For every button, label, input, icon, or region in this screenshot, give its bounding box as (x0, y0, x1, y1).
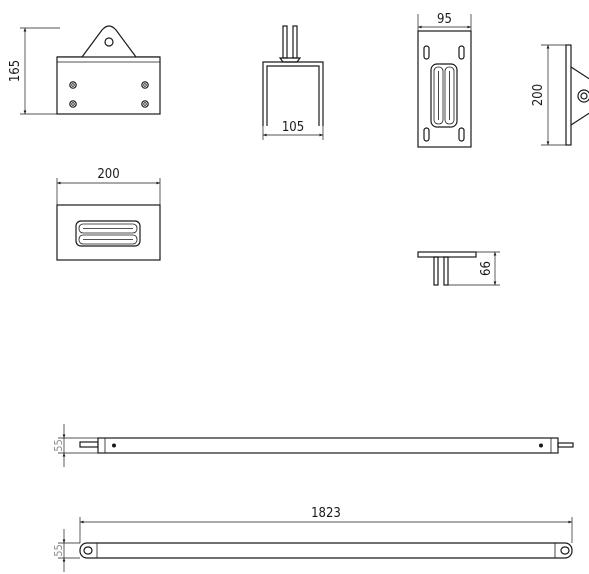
side-lug-hole-outer (577, 89, 589, 103)
bracket-side-view: 200 (531, 44, 589, 146)
dim-bar-top-height: 55 (52, 424, 98, 467)
clamp-stud-left (282, 25, 288, 59)
bar-rivet-right (539, 443, 543, 448)
dim-label-165: 165 (8, 60, 23, 82)
clamp-inner (266, 65, 320, 126)
plate-body (56, 204, 161, 261)
small-plate (417, 251, 477, 258)
dim-clamp-width: 105 (262, 120, 324, 140)
dim-label-105: 105 (282, 120, 304, 135)
top-plate (417, 30, 472, 148)
bar-end-hole-left (83, 546, 93, 555)
bar-body-front (79, 542, 573, 559)
small-stud-right (443, 256, 449, 286)
dim-label-1823: 1823 (311, 506, 341, 521)
side-lug (570, 66, 589, 126)
bar-end-tab-left (79, 441, 99, 448)
bar-rivet-left (112, 443, 116, 448)
dim-label-66: 66 (479, 261, 494, 276)
dim-front-height: 165 (8, 27, 60, 115)
dim-plate-width: 200 (56, 167, 161, 205)
plate-grip-handle (75, 220, 141, 247)
small-side-view: 66 (417, 251, 500, 286)
bracket-front-view: 165 (8, 25, 161, 115)
dim-label-200-vertical: 200 (531, 84, 546, 106)
side-lug-hole-inner (580, 92, 588, 100)
bar-end-hole-right (560, 546, 570, 555)
bracket-lug-outline (57, 25, 160, 58)
dim-small-height: 66 (448, 251, 500, 286)
dim-label-95: 95 (437, 12, 452, 27)
clamp-side-view: 105 (262, 25, 324, 140)
plate-top-view: 95 (417, 12, 472, 148)
clamp-outer (262, 61, 324, 126)
small-stud-left (433, 256, 439, 286)
dim-bar-front-height: 55 (52, 529, 80, 572)
bolt-holes (69, 81, 149, 108)
clamp-stud-right (292, 25, 298, 59)
bar-top-view: 55 (52, 424, 574, 467)
slot-holes (423, 45, 465, 142)
dim-label-55-top: 55 (52, 439, 65, 452)
bar-end-tab-right (557, 442, 574, 448)
bar-front-view: 1823 55 (52, 506, 573, 572)
grip-handle (430, 63, 458, 128)
dim-side-height: 200 (531, 44, 566, 146)
dim-label-55-bottom: 55 (52, 544, 65, 557)
dim-bar-length: 1823 (79, 506, 573, 543)
dim-plate-top-width: 95 (417, 12, 472, 31)
plate-front-view: 200 (56, 167, 161, 261)
lug-hole (104, 37, 114, 47)
dim-label-200-horizontal: 200 (97, 167, 119, 182)
bar-body-top (97, 437, 559, 454)
side-plate (565, 44, 572, 146)
